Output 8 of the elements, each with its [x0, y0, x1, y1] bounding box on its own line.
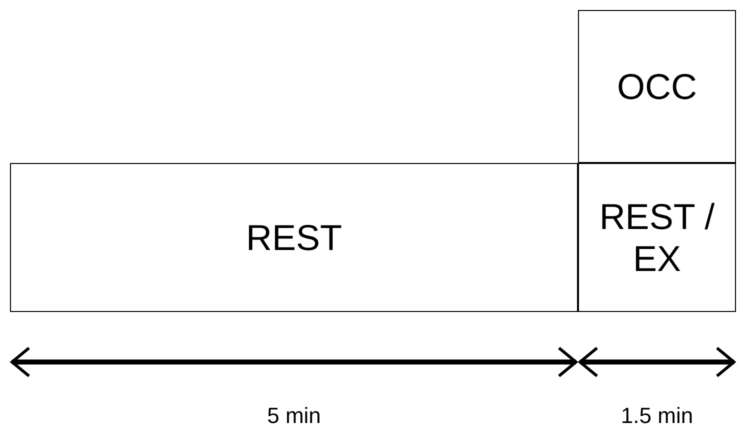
phase-label: OCC	[617, 66, 697, 108]
duration-label: 5 min	[266, 403, 322, 429]
duration-label: 1.5 min	[620, 403, 694, 429]
phase-box	[578, 10, 736, 163]
phase-label: REST / EX	[598, 196, 716, 279]
phase-box	[10, 163, 578, 312]
phase-box	[578, 163, 736, 312]
phase-label: REST	[246, 216, 342, 258]
